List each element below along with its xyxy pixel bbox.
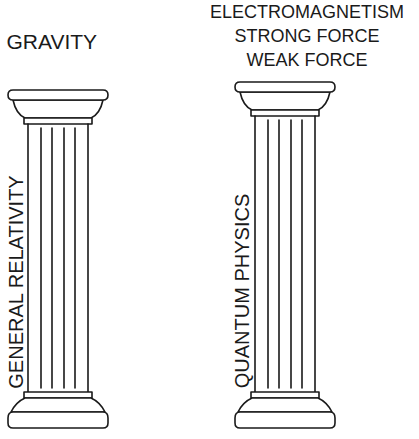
base-flare bbox=[11, 398, 105, 412]
base-plinth bbox=[235, 412, 335, 428]
force-heading: GRAVITY bbox=[7, 30, 98, 54]
fluting bbox=[268, 120, 302, 388]
pillar-outline bbox=[0, 0, 205, 439]
force-heading: ELECTROMAGNETISM bbox=[210, 2, 404, 23]
capital-bowl bbox=[13, 100, 103, 118]
theory-label: GENERAL RELATIVITY bbox=[5, 175, 25, 388]
base-band bbox=[24, 392, 92, 398]
force-heading: WEAK FORCE bbox=[247, 50, 368, 71]
base-plinth bbox=[8, 412, 108, 428]
capital-rim bbox=[235, 82, 335, 92]
fluting bbox=[41, 128, 75, 388]
force-heading: STRONG FORCE bbox=[235, 26, 380, 47]
theory-label: QUANTUM PHYSICS bbox=[232, 194, 252, 388]
capital-neck bbox=[24, 118, 92, 124]
base-band bbox=[251, 392, 319, 398]
base-flare bbox=[238, 398, 332, 412]
capital-rim bbox=[8, 90, 108, 100]
pillar: GRAVITY GENERAL RELATIVITY bbox=[0, 0, 205, 439]
shaft bbox=[255, 116, 315, 392]
capital-neck bbox=[251, 110, 319, 116]
pillar: ELECTROMAGNETISM STRONG FORCE WEAK FORCE QU… bbox=[200, 0, 419, 439]
shaft bbox=[28, 124, 88, 392]
capital-bowl bbox=[240, 92, 330, 110]
